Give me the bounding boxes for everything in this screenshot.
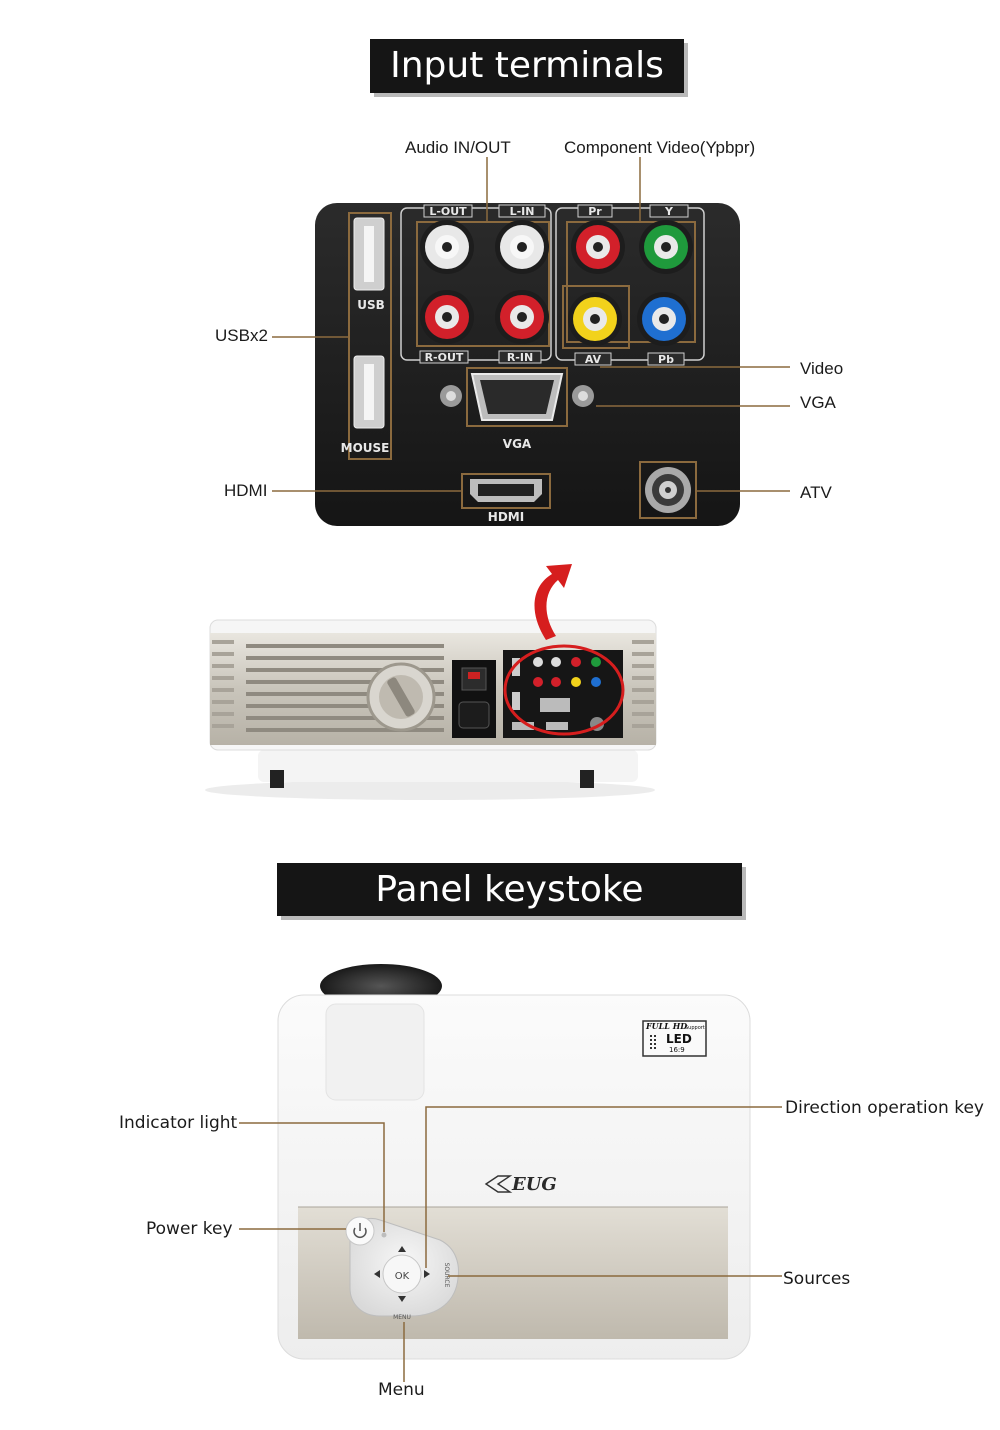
jack-r-in xyxy=(495,290,549,344)
jack-r-out xyxy=(420,290,474,344)
arrow-up-icon[interactable] xyxy=(398,1246,406,1252)
l-out-label: L-OUT xyxy=(429,205,467,218)
arrow-right-icon[interactable] xyxy=(424,1270,430,1278)
badge-support: Support xyxy=(685,1025,705,1031)
jack-y xyxy=(639,220,693,274)
ok-key-label: OK xyxy=(395,1271,410,1282)
callout-usb: USBx2 xyxy=(215,326,268,345)
y-label: Y xyxy=(664,205,674,218)
r-out-label: R-OUT xyxy=(425,351,464,364)
callout-direction-key: Direction operation key xyxy=(785,1098,984,1118)
vga-port: VGA xyxy=(440,367,594,451)
callout-vga: VGA xyxy=(800,393,836,412)
arrow-down-icon[interactable] xyxy=(398,1296,406,1302)
jack-l-in xyxy=(495,220,549,274)
callout-atv: ATV xyxy=(800,483,832,502)
projector-rear-view xyxy=(205,564,657,800)
input-callout-lines xyxy=(272,157,790,492)
jack-pb xyxy=(637,292,691,346)
pr-label: Pr xyxy=(588,205,602,218)
section-title-panel-keystoke: Panel keystoke instruction xyxy=(277,863,742,963)
callout-component-video: Component Video(Ypbpr) xyxy=(564,138,756,157)
callout-hdmi: HDMI xyxy=(224,481,268,500)
vga-port-label: VGA xyxy=(503,437,532,451)
arrow-left-icon[interactable] xyxy=(374,1270,380,1278)
projector-top-view: FULL HD Support LED 16:9 EUG OK xyxy=(277,964,751,1360)
hdmi-port: HDMI xyxy=(461,473,551,524)
indicator-light xyxy=(381,1232,387,1238)
source-key-label[interactable]: SOURCE xyxy=(443,1263,450,1288)
atv-port xyxy=(639,461,697,519)
usb-port-label: USB xyxy=(357,298,385,312)
power-icon xyxy=(353,1223,367,1238)
full-hd-badge: FULL HD Support LED 16:9 xyxy=(642,1020,707,1057)
jack-av xyxy=(568,292,622,346)
ok-key[interactable] xyxy=(382,1254,422,1294)
l-in-label: L-IN xyxy=(510,205,535,218)
mouse-port-label: MOUSE xyxy=(341,441,390,455)
pb-label: Pb xyxy=(658,353,674,366)
brand-name: EUG xyxy=(511,1174,557,1195)
jack-labels: L-OUT L-IN Pr Y R-OUT R-IN AV Pb xyxy=(419,204,689,366)
callout-video: Video xyxy=(800,359,844,378)
badge-led: LED xyxy=(666,1032,692,1046)
badge-full-hd: FULL HD xyxy=(645,1021,687,1031)
hdmi-port-label: HDMI xyxy=(488,510,524,524)
curved-arrow-icon xyxy=(534,564,572,640)
rca-jacks xyxy=(420,220,693,346)
av-label: AV xyxy=(585,353,602,366)
jack-l-out xyxy=(420,220,474,274)
callout-indicator-light: Indicator light xyxy=(119,1113,238,1133)
jack-pr xyxy=(571,220,625,274)
section-title-input-terminals: Input terminals xyxy=(370,39,684,93)
badge-ratio: 16:9 xyxy=(669,1046,685,1054)
keystroke-callout-lines xyxy=(239,1106,782,1382)
callout-audio-in-out: Audio IN/OUT xyxy=(405,138,511,157)
control-keypad: OK SOURCE MENU xyxy=(345,1216,459,1321)
callout-menu: Menu xyxy=(378,1380,425,1400)
menu-key-label[interactable]: MENU xyxy=(393,1314,411,1321)
brand-logo: EUG xyxy=(484,1174,557,1195)
highlight-circle xyxy=(503,644,625,736)
r-in-label: R-IN xyxy=(507,351,533,364)
callout-sources: Sources xyxy=(783,1269,851,1289)
callout-power-key: Power key xyxy=(146,1219,233,1239)
usb-port-group: USB MOUSE xyxy=(341,212,392,460)
connector-panel: USB MOUSE L-OUT L-IN Pr Y R-OUT R-IN AV xyxy=(315,203,740,526)
